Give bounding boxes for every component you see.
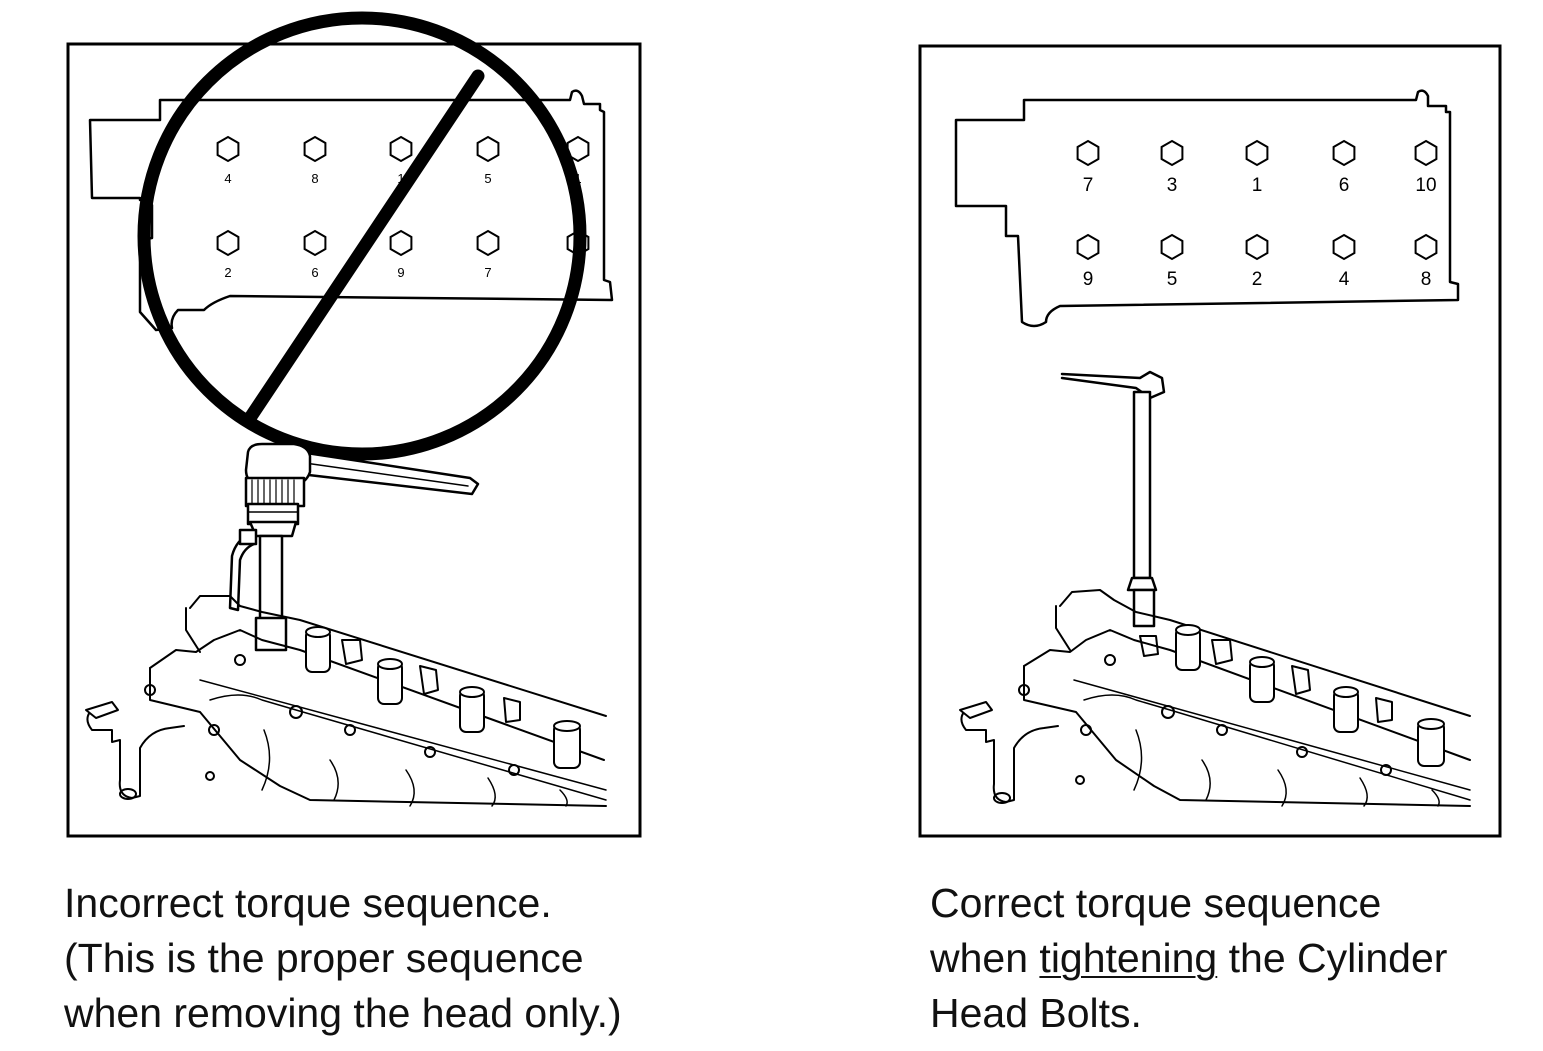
bolt-hex-icon: [303, 135, 327, 163]
bolt-sequence-number: 1: [397, 171, 404, 186]
bolt-sequence-number: 8: [311, 171, 318, 186]
bolt-hex-icon: [476, 229, 500, 257]
bolt-pattern: 7 3 1 6 10 9 5 2 4 8: [1076, 139, 1438, 290]
bolt-hex-icon: [1076, 233, 1100, 261]
head-bolt: 4: [1332, 233, 1356, 290]
prohibited-icon: [137, 11, 587, 461]
bolt-sequence-number: 9: [1083, 269, 1094, 290]
bolt-hex-icon: [1076, 139, 1100, 167]
head-bolt: 1: [1245, 139, 1269, 196]
caption-line-3: when removing the head only.): [64, 990, 622, 1036]
head-bolt: 7: [476, 229, 500, 280]
head-bolt: 9: [1076, 233, 1100, 290]
ratchet-wrench: [228, 442, 480, 652]
caption-line-2-end: the Cylinder: [1217, 935, 1448, 981]
bolt-hex-icon: [303, 229, 327, 257]
bolt-sequence-number: 4: [1339, 269, 1350, 290]
engine-head-drawing: [85, 595, 607, 807]
bolt-sequence-number: 7: [484, 265, 491, 280]
bolt-hex-icon: [216, 229, 240, 257]
bolt-sequence-number: 2: [224, 265, 231, 280]
bolt-hex-icon: [1245, 233, 1269, 261]
bolt-hex-icon: [1414, 233, 1438, 261]
head-bolt: 6: [1332, 139, 1356, 196]
bolt-sequence-number: 5: [1167, 269, 1178, 290]
caption-emphasis-tightening: tightening: [1039, 935, 1218, 981]
bolt-hex-icon: [1332, 139, 1356, 167]
head-bolt: 9: [389, 229, 413, 280]
bolt-sequence-number: 1: [1252, 175, 1263, 196]
bolt-sequence-number: 6: [1339, 175, 1350, 196]
head-bolt: 2: [216, 229, 240, 280]
bolt-hex-icon: [389, 229, 413, 257]
bolt-hex-icon: [1414, 139, 1438, 167]
torque-wrench: [1060, 370, 1166, 628]
correct-sequence-caption: Correct torque sequence when tightening …: [930, 876, 1447, 1041]
head-bolt: 5: [476, 135, 500, 186]
head-bolt: 6: [303, 229, 327, 280]
engine-head-drawing: [959, 589, 1471, 807]
panel-frame: [66, 42, 642, 838]
bolt-hex-icon: [1332, 233, 1356, 261]
bolt-hex-icon: [1160, 233, 1184, 261]
caption-line-2: when tightening the Cylinder: [930, 931, 1447, 986]
bolt-hex-icon: [1245, 139, 1269, 167]
head-bolt: 5: [1160, 233, 1184, 290]
incorrect-sequence-caption: Incorrect torque sequence. (This is the …: [64, 876, 622, 1041]
bolt-sequence-number: 4: [224, 171, 231, 186]
caption-line-2: (This is the proper sequence: [64, 935, 584, 981]
caption-line-1: Correct torque sequence: [930, 880, 1382, 926]
cylinder-head-outline: [954, 89, 1460, 328]
bolt-hex-icon: [566, 135, 590, 163]
head-bolt: 8: [1414, 233, 1438, 290]
bolt-sequence-number: 8: [1421, 269, 1432, 290]
bolt-sequence-number: 2: [1252, 269, 1263, 290]
bolt-hex-icon: [476, 135, 500, 163]
head-bolt: 2: [1245, 233, 1269, 290]
caption-line-3: Head Bolts.: [930, 990, 1142, 1036]
head-bolt: 1: [389, 135, 413, 186]
bolt-sequence-number: 3: [1167, 175, 1178, 196]
correct-sequence-panel: 7 3 1 6 10 9 5 2 4 8: [918, 44, 1502, 1036]
bolt-hex-icon: [216, 135, 240, 163]
bolt-sequence-number: 5: [484, 171, 491, 186]
caption-line-1: Incorrect torque sequence.: [64, 880, 552, 926]
bolt-hex-icon: [1160, 139, 1184, 167]
correct-sequence-illustration: 7 3 1 6 10 9 5 2 4 8: [918, 44, 1502, 838]
bolt-sequence-number: 10: [1415, 175, 1436, 196]
head-bolt: 10: [1414, 139, 1438, 196]
panel-frame: [918, 44, 1502, 838]
bolt-sequence-number: 7: [1083, 175, 1094, 196]
head-bolt: 8: [303, 135, 327, 186]
head-bolt: 4: [216, 135, 240, 186]
bolt-sequence-number: 6: [311, 265, 318, 280]
caption-line-2-start: when: [930, 935, 1040, 981]
head-bolt: 7: [1076, 139, 1100, 196]
bolt-sequence-number: 9: [397, 265, 404, 280]
bolt-hex-icon: [389, 135, 413, 163]
head-bolt: 3: [1160, 139, 1184, 196]
